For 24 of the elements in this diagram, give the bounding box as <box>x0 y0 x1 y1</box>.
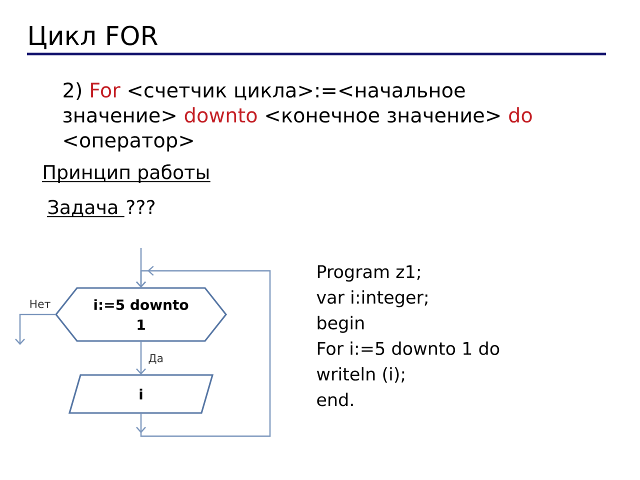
edge-label: Да <box>147 353 165 365</box>
code-line: end. <box>317 392 353 406</box>
code-line: var i:integer; <box>316 290 428 308</box>
label: <конечное значение> <box>266 110 500 123</box>
code-line: Program z1; <box>318 265 420 282</box>
code-line: begin <box>318 316 364 333</box>
task-heading: Задача <box>46 200 125 218</box>
label: do <box>509 107 532 123</box>
question-marks: ??? <box>126 200 154 214</box>
exit-arrow <box>15 314 56 345</box>
label: downto <box>184 107 257 123</box>
label: <оператор> <box>64 136 193 152</box>
slide-title: Цикл FOR <box>30 26 158 50</box>
label: значение> <box>64 110 176 123</box>
label: For <box>91 82 120 98</box>
label: 2) <box>64 82 82 100</box>
syntax-paragraph: 2) For <счетчик цикла>:=<начальное значение> downto <конечное значение> do <оператор> <box>64 82 532 152</box>
code-line: For i:=5 downto 1 do <box>318 342 500 356</box>
loop-arrow <box>136 266 271 437</box>
label: <счетчик цикла>:=<начальное <box>128 86 465 100</box>
flow-arrow <box>136 341 146 375</box>
edge-label: Нет <box>28 298 52 310</box>
code-line: writeln (i); <box>316 367 404 383</box>
section-heading: Принцип работы <box>42 164 211 183</box>
